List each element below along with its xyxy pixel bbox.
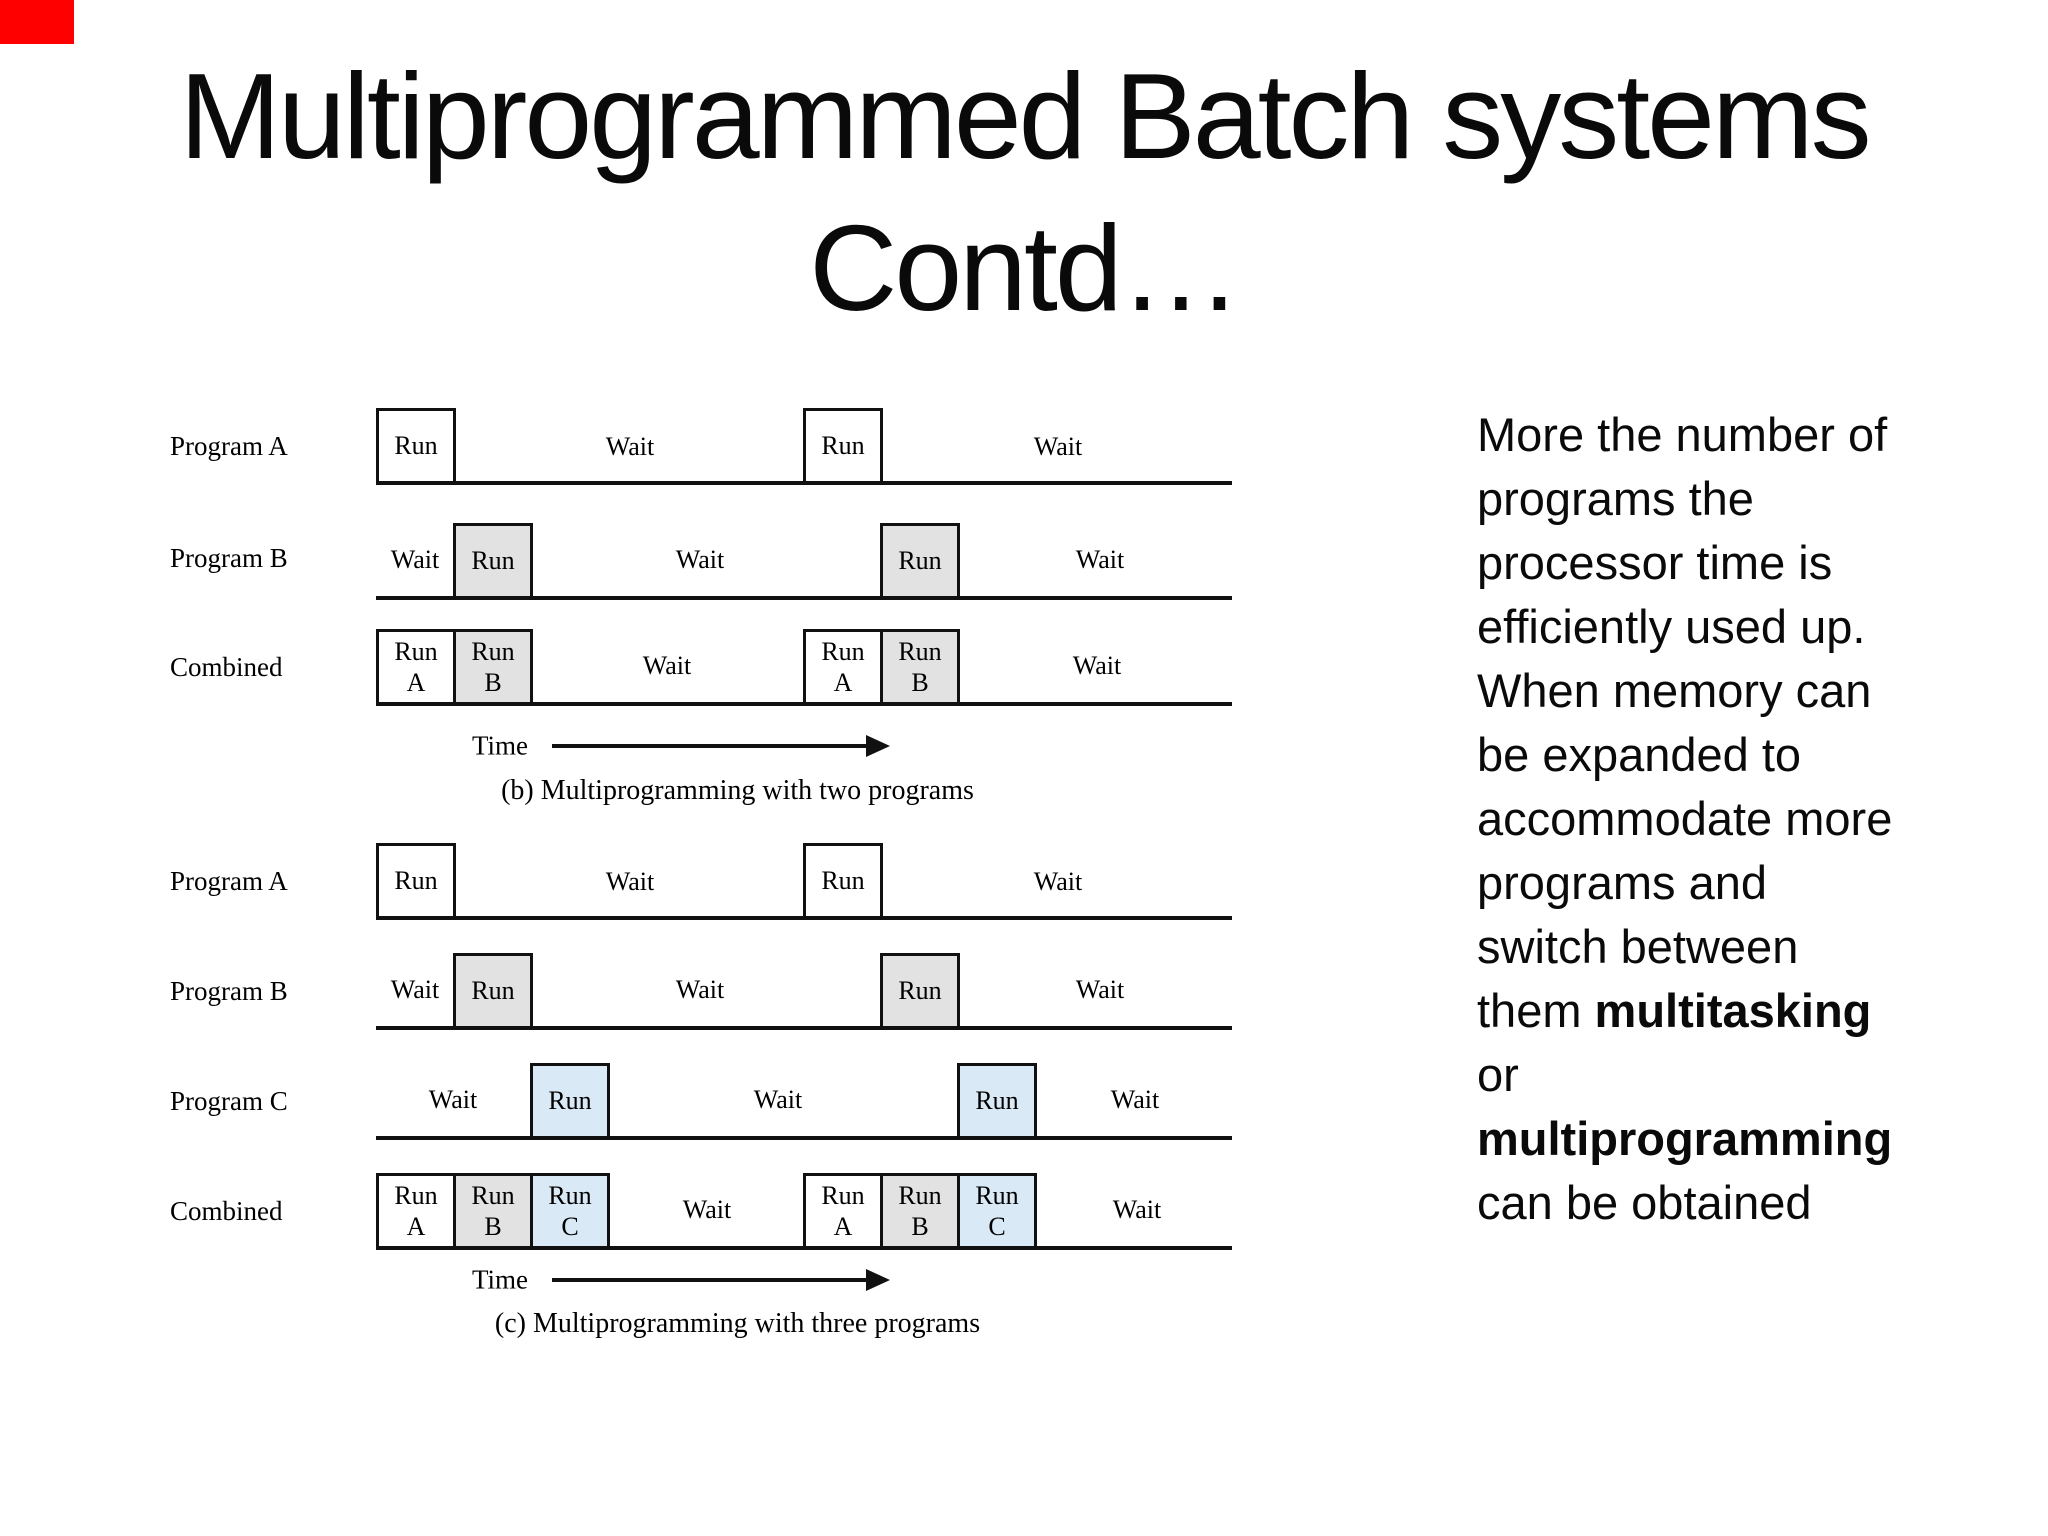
time-arrow-head-icon — [866, 735, 890, 757]
slide-title-line1: Multiprogrammed Batch systems — [179, 48, 1871, 184]
side-note: More the number of programs the processo… — [1477, 403, 1977, 1235]
wait-label: Wait — [1072, 651, 1122, 680]
wait-label: Wait — [753, 1085, 803, 1114]
slide-title: Multiprogrammed Batch systems Contd… — [0, 40, 2048, 344]
side-note-line: accommodate more — [1477, 792, 1893, 845]
caption-diagram-c: (c) Multiprogramming with three programs — [494, 1308, 981, 1339]
wait-label: Wait — [1033, 867, 1083, 896]
slide-title-line2: Contd… — [809, 200, 1242, 336]
run-box: Run — [880, 953, 960, 1026]
row-label-combined: Combined — [170, 652, 283, 682]
run-box: Run — [530, 1063, 610, 1136]
run-box: Run — [803, 408, 883, 481]
run-box: Run — [453, 523, 533, 596]
wait-label: Wait — [605, 867, 655, 896]
wait-label: Wait — [682, 1195, 732, 1224]
time-arrow — [552, 744, 868, 748]
time-arrow — [552, 1278, 868, 1282]
time-label: Time — [471, 1264, 528, 1295]
wait-label: Wait — [675, 975, 725, 1004]
row-label-program-b: Program B — [170, 543, 288, 573]
timeline-axis — [376, 1026, 1232, 1030]
side-note-line: efficiently used up. — [1477, 600, 1866, 653]
row-label-program-a: Program A — [170, 431, 288, 461]
timeline-axis — [376, 702, 1232, 706]
wait-label: Wait — [1033, 432, 1083, 461]
side-note-line: More the number of — [1477, 408, 1888, 461]
side-note-line: multiprogramming — [1477, 1112, 1893, 1165]
side-note-line: processor time is — [1477, 536, 1833, 589]
row-label-program-b: Program B — [170, 976, 288, 1006]
timeline-axis — [376, 481, 1232, 485]
red-marker — [0, 0, 74, 44]
timeline-axis — [376, 1246, 1232, 1250]
timeline-axis — [376, 1136, 1232, 1140]
side-note-line: switch between — [1477, 920, 1799, 973]
timeline-axis — [376, 596, 1232, 600]
wait-label: Wait — [675, 545, 725, 574]
run-box: Run — [957, 1063, 1037, 1136]
side-note-line: programs the — [1477, 472, 1754, 525]
side-note-line: When memory can — [1477, 664, 1872, 717]
side-note-line: be expanded to — [1477, 728, 1802, 781]
wait-label: Wait — [1110, 1085, 1160, 1114]
wait-label: Wait — [1112, 1195, 1162, 1224]
time-label: Time — [471, 730, 528, 761]
row-label-program-a: Program A — [170, 866, 288, 896]
side-note-line: can be obtained — [1477, 1176, 1812, 1229]
run-box: Run — [880, 523, 960, 596]
run-box: Run — [453, 953, 533, 1026]
side-note-line: or — [1477, 1048, 1519, 1101]
run-box: Run — [376, 843, 456, 916]
timeline-axis — [376, 916, 1232, 920]
row-label-program-c: Program C — [170, 1086, 288, 1116]
wait-label: Wait — [642, 651, 692, 680]
time-arrow-head-icon — [866, 1269, 890, 1291]
wait-label: Wait — [428, 1085, 478, 1114]
wait-label: Wait — [1075, 975, 1125, 1004]
wait-label: Wait — [1075, 545, 1125, 574]
side-note-line: programs and — [1477, 856, 1767, 909]
wait-label: Wait — [605, 432, 655, 461]
side-note-line: them multitasking — [1477, 984, 1872, 1037]
wait-label: Wait — [390, 545, 440, 574]
row-label-combined: Combined — [170, 1196, 283, 1226]
caption-diagram-b: (b) Multiprogramming with two programs — [501, 775, 974, 806]
run-box: Run — [376, 408, 456, 481]
run-box: Run — [803, 843, 883, 916]
wait-label: Wait — [390, 975, 440, 1004]
